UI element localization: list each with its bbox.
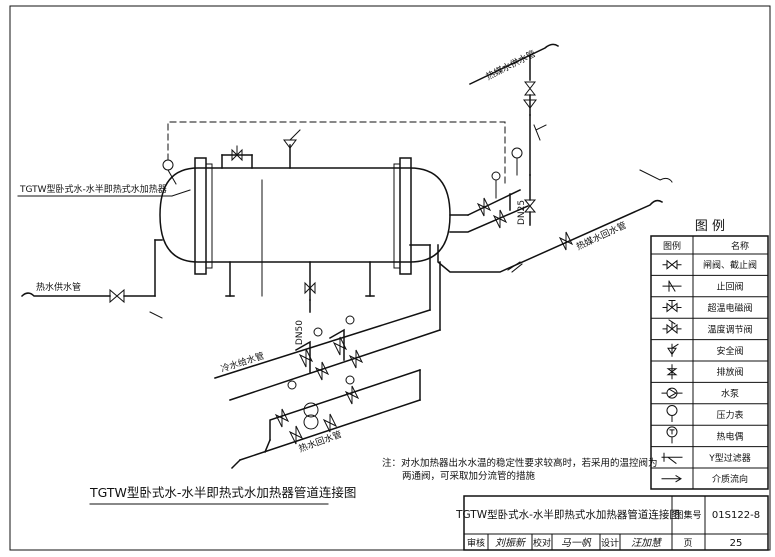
check-valve-icon (662, 280, 682, 292)
safety-valve-icon (667, 343, 679, 357)
y-strainer-icon (661, 452, 683, 464)
flow-direction-icon (661, 475, 682, 483)
legend-item-name: 压力表 (716, 409, 743, 421)
heat-supply-pipe (468, 43, 560, 226)
legend-item-name: 超温电磁阀 (707, 302, 752, 314)
temperature-control-valve-icon (662, 319, 682, 334)
hot-return-label: 热水回水管 (297, 428, 343, 455)
design-signature: 汪加慧 (631, 537, 663, 549)
legend-item-name: 水泵 (721, 388, 739, 400)
legend: 图 例 图例 名称 闸阀、截止阀止回阀超温电磁阀温度调节阀安全阀排放阀水泵压力表… (650, 219, 769, 490)
pressure-gauge-icon (666, 405, 678, 422)
hot-water-pipes (214, 244, 441, 470)
solenoid-valve-icon (662, 300, 682, 313)
legend-item-name: 排放阀 (716, 366, 743, 378)
design-label: 设计 (601, 537, 619, 549)
hot-supply-label: 冷水给水管 (219, 350, 266, 375)
review-label: 审核 (467, 537, 485, 549)
check-signature: 马一帆 (561, 537, 592, 549)
heat-return-pipe (437, 169, 673, 273)
legend-item-name: Y型过滤器 (708, 452, 751, 464)
water-heater (159, 157, 451, 297)
legend-item-name: 闸阀、截止阀 (703, 259, 757, 271)
dn25-label: DN25 (517, 200, 527, 225)
review-signature: 刘振新 (495, 537, 527, 549)
atlas-no: 01S122-8 (712, 510, 760, 521)
pump-icon (661, 387, 683, 399)
page-label: 页 (683, 538, 692, 549)
cold-water-label: 热水供水管 (36, 281, 81, 293)
heat-exchange-valve-group (449, 171, 529, 233)
drain-valve-icon (666, 364, 678, 380)
legend-col-name: 名称 (731, 240, 749, 252)
gate-valve-icon (662, 259, 682, 270)
thermocouple-icon (666, 426, 678, 444)
legend-item-name: 止回阀 (716, 281, 743, 293)
title-block: TGTW型卧式水-水半即热式水加热器管道连接图 图集号 01S122-8 审核 … (455, 495, 769, 551)
legend-item-name: 介质流向 (712, 473, 748, 485)
heater-label: TGTW型卧式水-水半即热式水加热器 (19, 183, 167, 195)
caption: TGTW型卧式水-水半即热式水加热器管道连接图 (89, 485, 356, 500)
legend-title: 图 例 (695, 219, 725, 234)
page-no: 25 (730, 538, 743, 549)
dn50-label: DN50 (295, 320, 305, 345)
check-label: 校对 (533, 537, 551, 549)
note-line1: 注：对水加热器出水水温的稳定性要求较高时，若采用的温控阀为 (382, 457, 658, 469)
legend-item-name: 温度调节阀 (707, 323, 752, 335)
note-line2: 两通阀，可采取加分流管的措施 (402, 470, 536, 482)
legend-col-symbol: 图例 (663, 240, 681, 252)
legend-item-name: 安全阀 (716, 345, 743, 357)
drawing-frame (9, 5, 771, 551)
atlas-label: 图集号 (674, 509, 701, 521)
legend-item-name: 热电偶 (716, 430, 743, 442)
cold-water-inlet-pipe (20, 239, 163, 319)
title-block-title: TGTW型卧式水-水半即热式水加热器管道连接图 (455, 508, 680, 521)
